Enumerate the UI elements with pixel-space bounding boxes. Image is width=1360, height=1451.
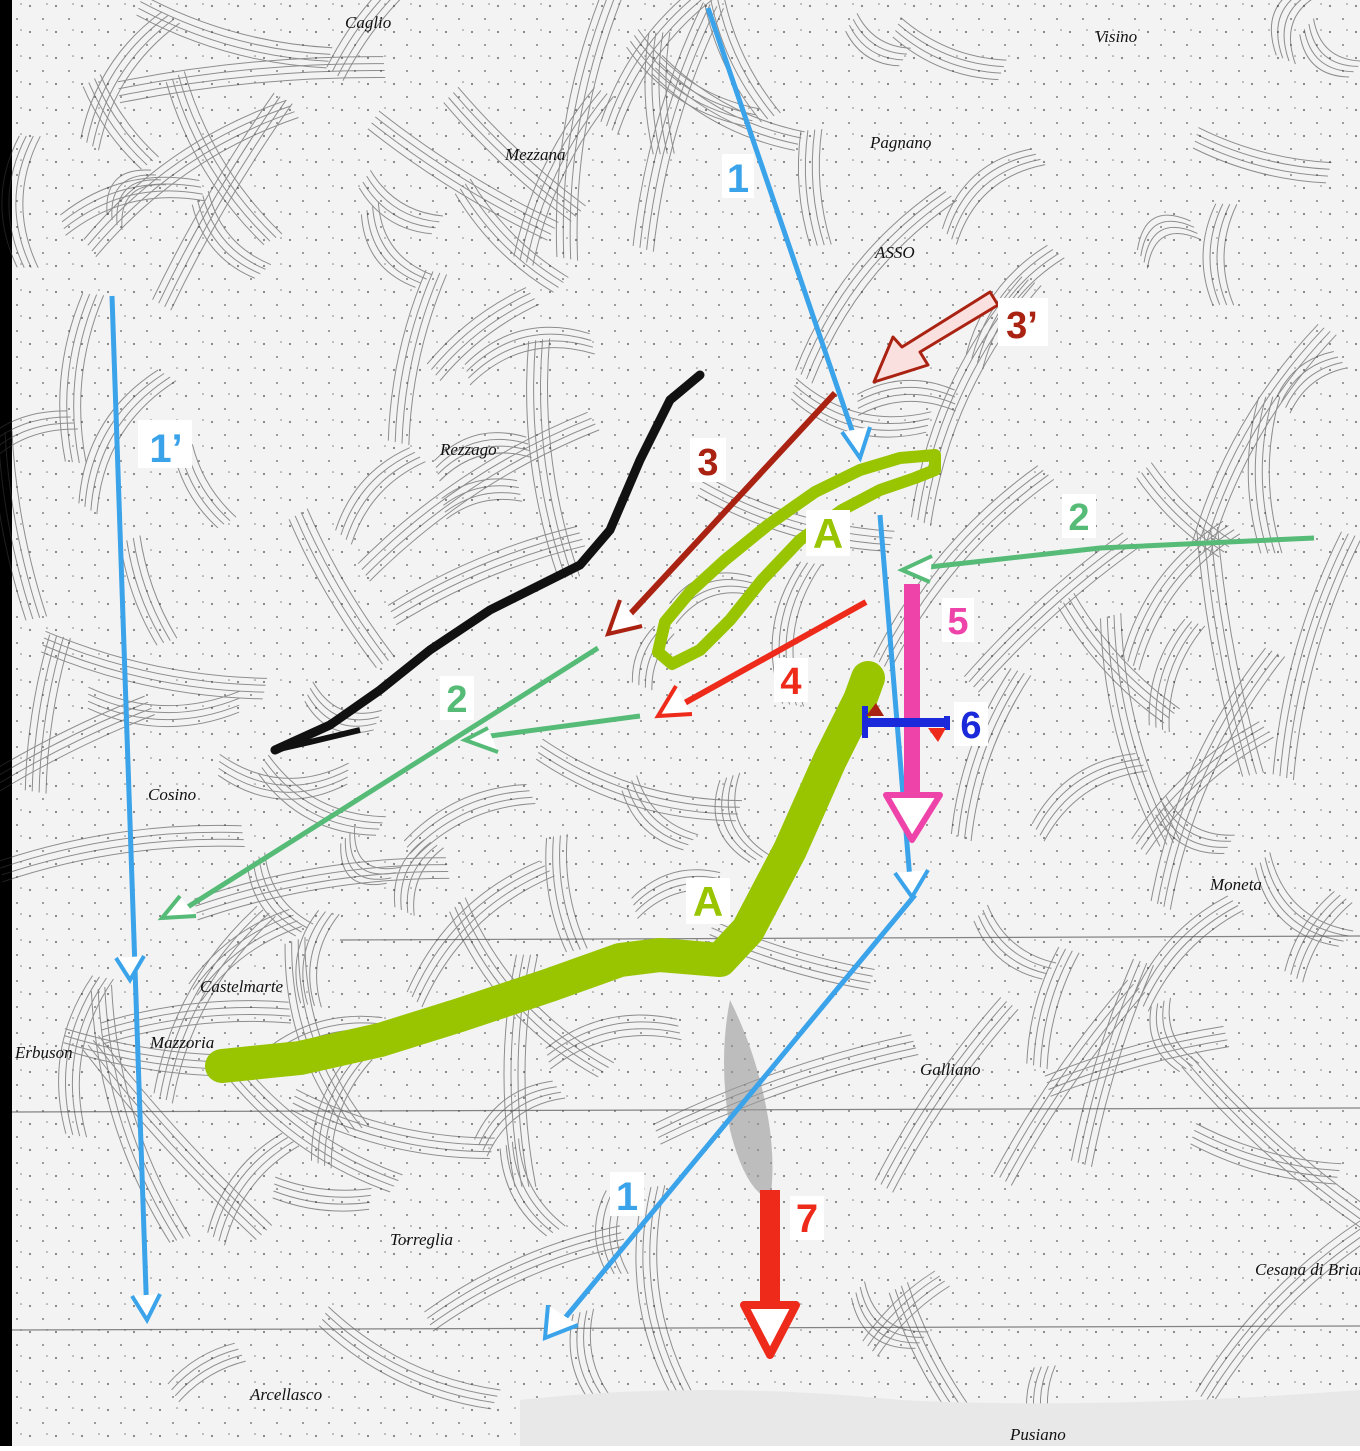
place-castelmarte: Castelmarte (200, 977, 284, 996)
place-cosino: Cosino (148, 785, 196, 804)
place-mezzana: Mezzana (504, 145, 565, 164)
place-arcellasco: Arcellasco (249, 1385, 322, 1404)
label-3: 3 (697, 442, 718, 484)
place-mazzoria: Mazzoria (149, 1033, 214, 1052)
place-caglio: Caglio (345, 13, 391, 32)
label-4: 4 (780, 661, 801, 703)
label-zone-a-lower: A (693, 878, 723, 925)
place-pagnano: Pagnano (869, 133, 931, 152)
label-1-bottom: 1 (616, 1175, 638, 1219)
label-7: 7 (796, 1197, 818, 1241)
place-asso: ASSO (874, 243, 915, 262)
place-cesana: Cesana di Brianza (1255, 1260, 1360, 1279)
label-1-prime: 1’ (149, 427, 182, 471)
label-zone-a-upper: A (813, 510, 843, 557)
label-6: 6 (960, 705, 981, 747)
label-3-prime: 3’ (1006, 305, 1038, 347)
place-visino: Visino (1095, 27, 1137, 46)
place-moneta: Moneta (1209, 875, 1262, 894)
label-2-left: 2 (446, 679, 467, 721)
label-1-top: 1 (727, 157, 749, 201)
place-rezzago: Rezzago (439, 440, 497, 459)
label-2-right: 2 (1068, 497, 1089, 539)
place-torreglia: Torreglia (390, 1230, 453, 1249)
place-pusiano: Pusiano (1009, 1425, 1066, 1444)
place-galliano: Galliano (920, 1060, 980, 1079)
place-erbuson: Erbuson (14, 1043, 73, 1062)
label-5: 5 (947, 601, 968, 643)
